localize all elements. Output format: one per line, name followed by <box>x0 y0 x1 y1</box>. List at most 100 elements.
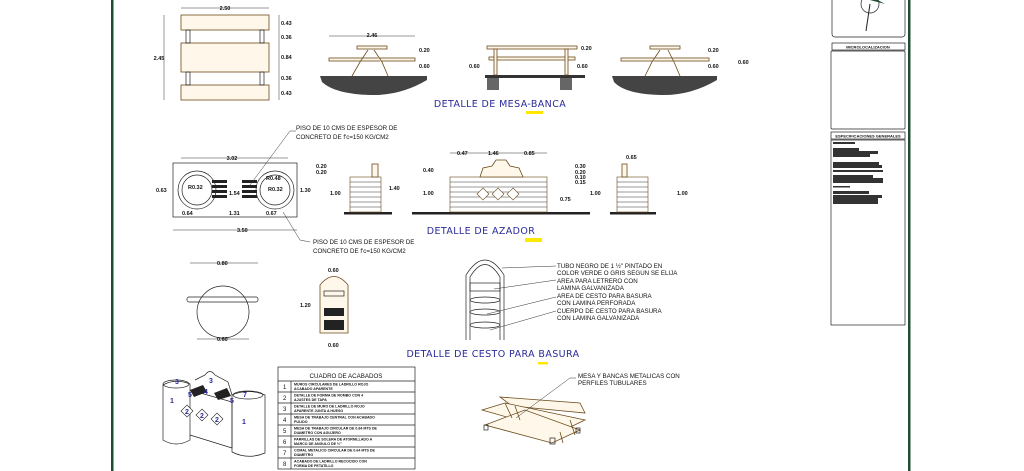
table-row-text: ACABADO DE LADRILLO RECOCIDO CON <box>294 460 367 464</box>
title-block: MICROLOCALIZACION ESPECIFICACIONES GENER… <box>830 0 906 326</box>
dim-label: 0.36 <box>281 35 292 41</box>
cesto-note: COLOR VERDE O GRIS SEGUN SE ELIJA <box>557 270 678 277</box>
dim-label: 0.60 <box>217 337 228 343</box>
cesto-note: CUERPO DE CESTO PARA BASURA <box>557 308 663 315</box>
dim-label: 1.30 <box>300 188 311 194</box>
north-arrow-box <box>831 0 906 38</box>
iso-label: 3 <box>175 379 179 386</box>
dim-label: 0.60 <box>328 343 339 349</box>
dim-label: 0.43 <box>281 21 292 27</box>
dim-label: 0.67 <box>266 211 277 217</box>
dim-label: 0.80 <box>217 261 228 267</box>
cesto-note: TUBO NEGRO DE 1 ½" PINTADO EN <box>557 263 662 270</box>
dim-label: 0.75 <box>560 197 571 203</box>
especificaciones-redacted-text <box>833 142 883 204</box>
iso-label: 1 <box>242 419 246 426</box>
especificaciones-label: ESPECIFICACIONES GENERALES <box>835 134 901 139</box>
dim-label: 0.20 <box>575 170 586 176</box>
iso-label: 2 <box>200 413 204 420</box>
dim-label: 1.40 <box>389 186 400 192</box>
microlocalizacion-header <box>831 42 906 51</box>
dim-label: 1.54 <box>229 191 241 197</box>
dim-label: 0.60 <box>419 64 430 70</box>
cesto-note: LAMINA GALVANIZADA <box>557 285 625 292</box>
dim-label: 0.20 <box>316 170 327 176</box>
mesa-banca-side-view-2: 0.20 0.60 0.60 <box>612 45 749 96</box>
table-row-text: COMAL METALICO CIRCULAR DE 0.64 MTS DE <box>294 449 376 453</box>
dim-label: 0.65 <box>626 155 637 161</box>
dim-label: 0.10 <box>575 175 586 181</box>
dim-label: 0.20 <box>419 48 430 54</box>
cesto-scale-tag <box>538 362 548 365</box>
cesto-note: CON LAMINA PERFORADA <box>557 300 636 307</box>
dim-label: 2.46 <box>367 33 378 39</box>
mesa-banca-title: DETALLE DE MESA-BANCA <box>434 99 566 110</box>
especificaciones-header <box>830 131 906 140</box>
table-row-number: 1 <box>283 385 287 391</box>
dim-label: 0.84 <box>281 55 293 61</box>
table-row-number: 7 <box>283 451 287 457</box>
table-row-text: DIAMETRO CON AGUJERO <box>294 431 341 435</box>
dim-label: 1.00 <box>677 191 688 197</box>
table-row-text: FORMA DE PETATILLO <box>294 464 334 468</box>
table-row-text: MESA DE TRABAJO CIRCULAR DE 0.84 MTS DE <box>294 427 378 431</box>
dim-label: 0.60 <box>469 64 480 70</box>
azador-side-elevation-2: 0.65 1.00 <box>610 155 688 215</box>
dim-label: R0.48 <box>266 176 281 182</box>
azador-scale-tag <box>525 238 542 242</box>
iso-label: 3 <box>209 378 213 385</box>
left-frame-line <box>111 0 114 471</box>
dim-label: 0.63 <box>156 188 167 194</box>
dim-label: 1.31 <box>229 211 240 217</box>
azador-isometric: 1 2 2 2 3 3 4 5 5 7 1 <box>162 371 266 457</box>
dim-label: R0.32 <box>268 187 283 193</box>
table-row-text: PULIDO <box>294 420 308 424</box>
microlocalizacion-label: MICROLOCALIZACION <box>846 45 890 50</box>
dim-label: 1.46 <box>488 151 499 157</box>
cesto-notes: TUBO NEGRO DE 1 ½" PINTADO EN COLOR VERD… <box>557 263 678 322</box>
dim-label: 2.45 <box>154 56 165 62</box>
dim-label: 3.02 <box>227 156 238 162</box>
dim-label: 0.36 <box>281 76 292 82</box>
cesto-note: AREA PARA LETRERO CON <box>557 278 638 285</box>
dim-label: 0.30 <box>575 164 586 170</box>
dim-label: 0.60 <box>708 64 719 70</box>
table-row-text: MESA DE TRABAJO CENTRAL CON ACABADO <box>294 416 375 420</box>
table-row-text: DIAMETRO <box>294 453 313 457</box>
table-row-text: DETALLE DE FORMA DE ROMBO CON 4 <box>294 394 363 398</box>
dim-label: 0.20 <box>708 48 719 54</box>
table-row-number: 2 <box>283 396 287 402</box>
mesa-banca-side-view-1: 2.46 0.20 0.60 <box>320 33 430 96</box>
dim-label: 0.15 <box>575 180 586 186</box>
azador-plan: 3.02 0.63 1.30 0.64 1.31 0.67 3.50 R0.32… <box>156 130 311 243</box>
azador-title: DETALLE DE AZADOR <box>427 226 536 237</box>
dim-label: R0.32 <box>188 185 203 191</box>
dim-label: 0.64 <box>182 211 194 217</box>
iso-label: 2 <box>215 417 219 424</box>
dim-label: 1.00 <box>590 191 601 197</box>
dim-label: 1.00 <box>423 191 434 197</box>
table-row-number: 3 <box>283 407 287 413</box>
cesto-note: CON LAMINA GALVANIZADA <box>557 315 640 322</box>
dim-label: 0.60 <box>577 64 588 70</box>
table-row-number: 6 <box>283 440 287 446</box>
cesto-isometric <box>465 259 557 340</box>
azador-note-top: CONCRETO DE f'c=150 KG/CM2 <box>296 134 389 141</box>
dim-label: 1.20 <box>300 303 311 309</box>
table-row-text: PARRILLAS DE SOLERA DE ATORNILLADO A <box>294 438 373 442</box>
dim-label: 0.85 <box>524 151 535 157</box>
azador-note-bottom: PISO DE 10 CMS DE ESPESOR DE <box>313 239 414 246</box>
iso-label: 1 <box>170 398 174 405</box>
cesto-elevation: 0.60 1.20 0.60 <box>300 268 349 349</box>
mesa-banca-scale-tag <box>526 111 543 114</box>
dim-label: 0.47 <box>457 151 468 157</box>
dim-label: 0.40 <box>423 168 434 174</box>
table-row-text: APARENTE JUNTA A HUESO <box>294 409 343 413</box>
cesto-plan: 0.80 0.60 <box>186 261 259 343</box>
dim-label: 0.60 <box>328 268 339 274</box>
table-row-number: 5 <box>283 429 287 435</box>
cesto-note: AREA DE CESTO PARA BASURA <box>557 293 653 300</box>
mesa-iso-note: MESA Y BANCAS METALICAS CON <box>578 373 680 380</box>
